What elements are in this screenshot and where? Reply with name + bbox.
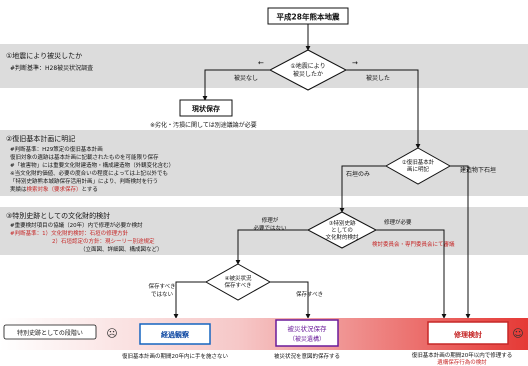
connector (450, 165, 471, 319)
step1-heading: ①地震により被災したか (6, 51, 82, 60)
step2-label-no: 石垣のみ (346, 170, 370, 178)
connector (339, 165, 386, 213)
step2-heading: ②復旧基本計画に明記 (6, 134, 75, 143)
box-current-note: ※劣化・汚損に関しては別途議論が必要 (150, 121, 257, 129)
bottom-note-1: 復旧基本計画の期間20年内に手を施さない (122, 352, 228, 360)
connector (173, 281, 206, 319)
decision-step3-text: ③特別史跡 (329, 219, 356, 227)
step4-label-no2: ではない (151, 291, 174, 298)
step2-last-prefix: 実績は (10, 185, 27, 193)
box-repair-text: 修理検討 (453, 330, 482, 339)
step2-line-last: 実績は検索対象（要求保存）とする (10, 185, 98, 193)
decision-step1 (268, 49, 348, 91)
decision-step4-text2: 保存すべき (224, 281, 251, 289)
step1-arrow-left: ← (258, 59, 264, 67)
decision-step4 (204, 263, 272, 301)
box-observe-text: 経過観察 (161, 330, 190, 339)
step1-note: #判断基準：H28被災状況調査 (10, 64, 93, 72)
step1-label-yes: 被災した (366, 74, 390, 82)
decision-step4-text: ④被災状況 (225, 274, 252, 282)
decision-step3-text3: 文化財的検討 (325, 233, 359, 241)
step4-label-yes: 保存すべき (296, 290, 323, 298)
step3-line: （立面図、詳細図、構成図など） (80, 245, 163, 253)
step3-line: #判断基準：1）文化財的検討：石垣の修理方針 (10, 229, 129, 237)
step2-line: #「被害物」には重要文化財建造物・構成建造物（外観変化含む） (10, 161, 174, 169)
band-step3 (0, 207, 528, 255)
box-repair (427, 321, 509, 345)
step3-line: #重要検討項目の協議（20年）内で修理が必要か検討 (10, 221, 143, 229)
step3-label-no2: 必要ではない (253, 224, 287, 232)
band-step1 (0, 44, 528, 88)
connector (346, 69, 421, 149)
decision-step3 (306, 211, 378, 249)
step2-label-yes: 建造物下石垣 (460, 166, 496, 174)
box-observe (139, 323, 211, 345)
title-text: 平成28年熊本地震 (277, 12, 340, 22)
smile-face-icon: ☺ (512, 327, 523, 340)
decision-step2 (384, 147, 452, 185)
connector (270, 281, 311, 319)
box-current-preservation (179, 99, 233, 117)
connector (376, 229, 447, 319)
sad-face-icon: ☹ (106, 327, 117, 340)
bottom-note-3: 復旧基本計画の期間20年以内で修理する (412, 351, 513, 359)
step3-heading: ③特別史跡としての文化財的検討 (6, 211, 110, 220)
step3-line: 2）石垣認定の方針：現シーリー別途規定 (52, 237, 155, 245)
step2-line: #判断基準：H29策定の復旧基本計画 (10, 145, 103, 153)
step1-arrow-right: → (352, 59, 358, 67)
connector (235, 229, 308, 265)
step2-last-suffix: とする (82, 186, 98, 193)
step2-last-red: 検索対象（要求保存） (27, 185, 82, 193)
step4-label-no: 保存すべき (148, 282, 175, 290)
bottom-note-2: 被災状況を意図的保存する (274, 352, 340, 360)
box-current-title: 現状保存 (192, 104, 220, 113)
step3-label-no: 修理が (262, 216, 279, 224)
step3-label-yes: 修理が必要 (384, 218, 412, 226)
decision-step2-text2: 画に明記 (407, 165, 430, 173)
bottom-note-3-red: 遺構保存行為の検討 (437, 358, 487, 366)
step1-label-no: 被災なし (234, 74, 258, 82)
step3-red-note: 検討委員会・専門委員会にて審議 (372, 240, 455, 248)
step2-line: ※当文化財的価値、必要の度合いの程度によっては上記以外でも (10, 169, 168, 177)
bottom-left-label-box (3, 324, 97, 340)
step2-line: 復旧対象の遺跡は基本計画に記載されたものを可能限り保存 (10, 153, 159, 161)
connector (202, 69, 270, 101)
box-preserve-line1: 被災状況保存 (288, 324, 328, 333)
box-preserve (275, 319, 339, 347)
box-preserve-line2: （被災遺構） (289, 335, 325, 343)
bottom-left-label: 特別史跡としての段階い (17, 329, 83, 337)
decision-step1-text: ①地震により (290, 62, 325, 70)
decision-step2-text: ②復旧基本計 (402, 158, 435, 166)
step2-line: 「特別史跡熊本城跡保存活用計画」により、判断検討を行う (10, 177, 158, 185)
decision-step3-text2: としての (331, 227, 353, 234)
decision-step1-text2: 被災したか (293, 70, 323, 78)
